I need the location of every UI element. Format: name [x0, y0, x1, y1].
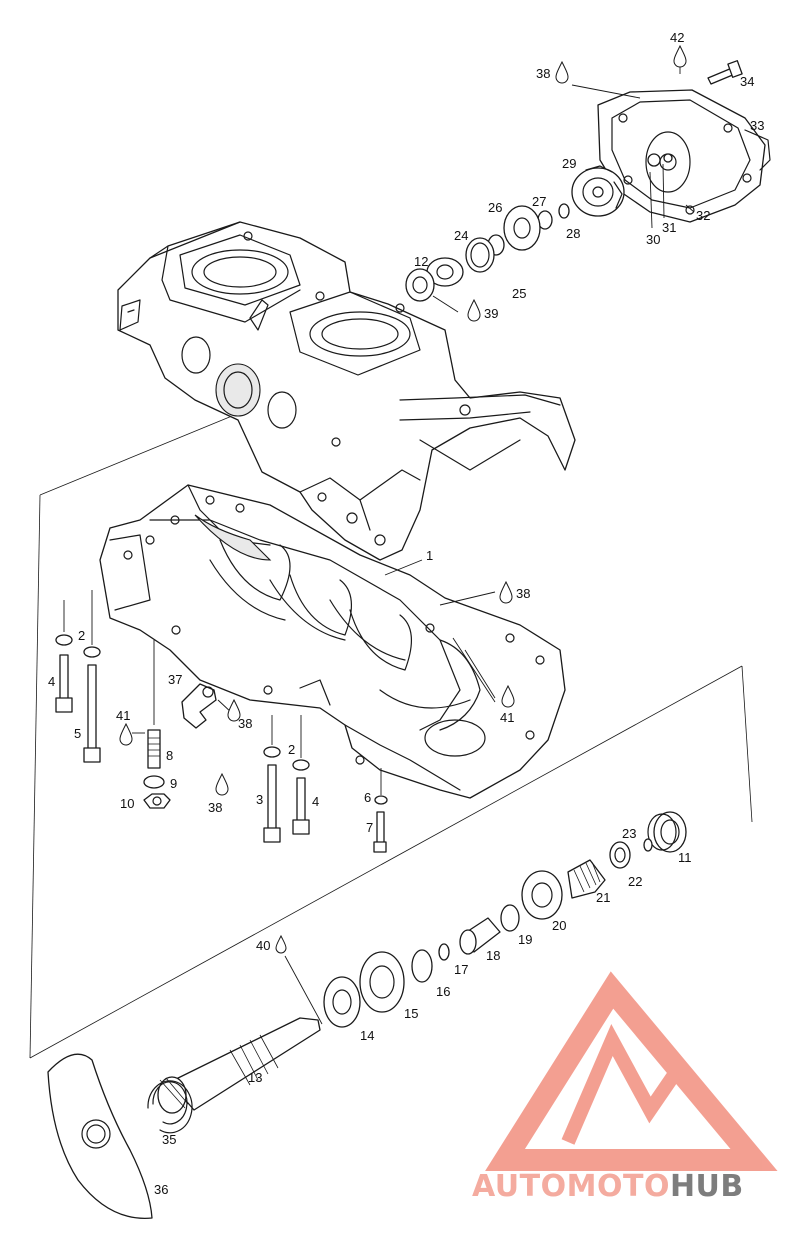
callout-28: 28: [566, 226, 580, 241]
leader-lines: [63, 67, 695, 1025]
callout-42: 42: [670, 30, 684, 45]
impeller: [571, 165, 625, 217]
logo-text-hub: HUB: [670, 1169, 744, 1204]
callout-40: 40: [256, 938, 270, 953]
drop-symbols: [119, 44, 687, 954]
banjo-fitting: [181, 683, 217, 729]
callout-38-right: 38: [516, 586, 530, 601]
center-fasteners: [263, 746, 310, 843]
callout-5: 5: [74, 726, 81, 741]
pump-cover: [597, 89, 771, 223]
logo-text-auto: AUTO: [472, 1169, 567, 1204]
callout-32: 32: [696, 208, 710, 223]
section-frame-lines: [29, 415, 753, 1059]
callout-24: 24: [454, 228, 468, 243]
callout-26: 26: [488, 200, 502, 215]
lower-crankcase: [99, 484, 566, 799]
callout-15: 15: [404, 1006, 418, 1021]
logo-text: AUTOMOTOHUB: [472, 1169, 744, 1204]
drop-icon-41-left: [119, 722, 133, 746]
logo-triangle-icon: [485, 971, 778, 1171]
upper-crankcase: [117, 221, 576, 561]
callout-39: 39: [484, 306, 498, 321]
callout-2-center: 2: [288, 742, 295, 757]
callout-35: 35: [162, 1132, 176, 1147]
left-fasteners: [55, 634, 171, 809]
callout-13: 13: [248, 1070, 262, 1085]
callout-38-mid: 38: [238, 716, 252, 731]
drop-icon-41-right: [501, 684, 515, 708]
callout-4-center: 4: [312, 794, 319, 809]
pump-small-parts: [647, 153, 673, 167]
drop-icon-38-mid: [227, 698, 241, 722]
callout-7: 7: [366, 820, 373, 835]
circlip-35: [147, 1080, 193, 1134]
gear-stack: [438, 838, 653, 961]
drop-icon-38-right: [499, 580, 513, 604]
callout-29: 29: [562, 156, 576, 171]
callout-19: 19: [518, 932, 532, 947]
pump-seals: [405, 203, 570, 302]
callout-10: 10: [120, 796, 134, 811]
callout-37: 37: [168, 672, 182, 687]
callout-8: 8: [166, 748, 173, 763]
callout-20: 20: [552, 918, 566, 933]
callout-25: 25: [512, 286, 526, 301]
shaft-13: [157, 1017, 321, 1114]
callout-41-right: 41: [500, 710, 514, 725]
callout-34: 34: [740, 74, 754, 89]
callout-18: 18: [486, 948, 500, 963]
callout-3: 3: [256, 792, 263, 807]
callout-41-left: 41: [116, 708, 130, 723]
drop-icon-42: [673, 44, 687, 68]
callout-14: 14: [360, 1028, 374, 1043]
drop-icon-38-low: [215, 772, 229, 796]
bolt-34: [707, 60, 743, 85]
drop-icon-40: [275, 934, 287, 954]
callout-23: 23: [622, 826, 636, 841]
callout-11: 11: [678, 850, 692, 865]
logo-text-moto: MOTO: [567, 1169, 670, 1204]
callout-33: 33: [750, 118, 764, 133]
callout-16: 16: [436, 984, 450, 999]
callout-17: 17: [454, 962, 468, 977]
callout-21: 21: [596, 890, 610, 905]
callout-2-left: 2: [78, 628, 85, 643]
cover-36: [47, 1053, 153, 1219]
callout-6: 6: [364, 790, 371, 805]
bolt-6-7: [373, 795, 388, 853]
watermark-logo: AUTOMOTOHUB: [472, 971, 778, 1204]
callout-36: 36: [154, 1182, 168, 1197]
callout-labels: 1 2 2 3 4 4 5 6 7 8 9 10 11 12 13 14 15 …: [48, 30, 764, 1197]
callout-4-left: 4: [48, 674, 55, 689]
drop-icon-38-top: [555, 60, 569, 84]
callout-38-top: 38: [536, 66, 550, 81]
callout-22: 22: [628, 874, 642, 889]
callout-31: 31: [662, 220, 676, 235]
callout-38-low: 38: [208, 800, 222, 815]
callout-1: 1: [426, 548, 433, 563]
bearings-14-16: [323, 949, 433, 1028]
callout-9: 9: [170, 776, 177, 791]
callout-27: 27: [532, 194, 546, 209]
callout-12: 12: [414, 254, 428, 269]
callout-30: 30: [646, 232, 660, 247]
bearing-11: [647, 811, 687, 853]
logo-m-mark-icon: [561, 1023, 682, 1145]
drop-icon-39: [467, 298, 481, 322]
